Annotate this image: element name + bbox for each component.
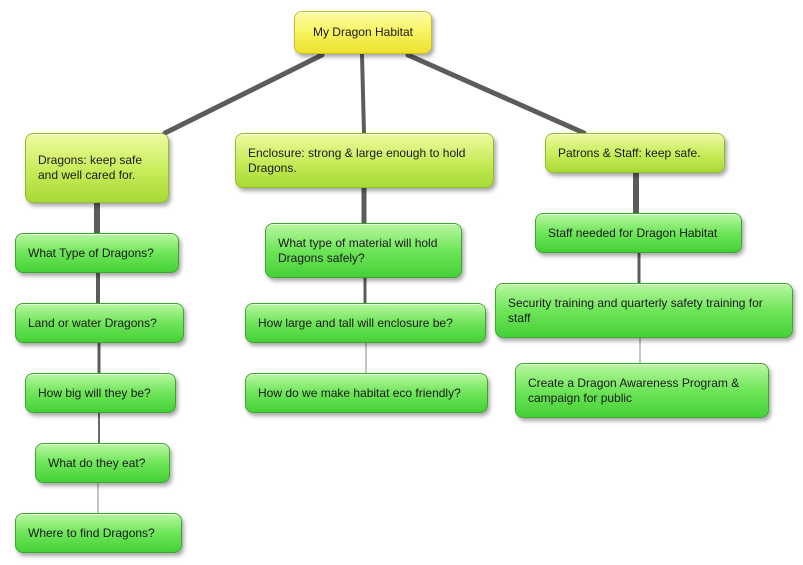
topic-patrons-staff-label: Patrons & Staff: keep safe.: [558, 145, 701, 160]
node-label: Where to find Dragons?: [28, 525, 155, 540]
node-label: Security training and quarterly safety t…: [508, 295, 763, 325]
topic-enclosure[interactable]: Enclosure: strong & large enough to hold…: [235, 133, 494, 188]
connector-root-patrons: [405, 52, 587, 136]
node-label: How large and tall will enclosure be?: [258, 315, 453, 330]
topic-enclosure-label: Enclosure: strong & large enough to hold…: [248, 145, 466, 175]
connector-root-dragons: [162, 52, 325, 136]
topic-dragons[interactable]: Dragons: keep safe and well cared for.: [25, 133, 169, 203]
node-material-dragons-safely[interactable]: What type of material will hold Dragons …: [265, 223, 462, 278]
node-how-large-enclosure[interactable]: How large and tall will enclosure be?: [245, 303, 486, 343]
node-label: What type of material will hold Dragons …: [278, 235, 438, 265]
node-security-training[interactable]: Security training and quarterly safety t…: [495, 283, 793, 338]
node-land-or-water-dragons[interactable]: Land or water Dragons?: [15, 303, 184, 343]
node-label: How do we make habitat eco friendly?: [258, 385, 461, 400]
node-label: What do they eat?: [48, 455, 146, 470]
node-label: Staff needed for Dragon Habitat: [548, 225, 718, 240]
root-node[interactable]: My Dragon Habitat: [294, 11, 432, 54]
node-label: Create a Dragon Awareness Program & camp…: [528, 375, 740, 405]
node-staff-needed[interactable]: Staff needed for Dragon Habitat: [535, 213, 742, 253]
topic-patrons-staff[interactable]: Patrons & Staff: keep safe.: [545, 133, 725, 173]
node-eco-friendly[interactable]: How do we make habitat eco friendly?: [245, 373, 488, 413]
node-dragon-awareness-program[interactable]: Create a Dragon Awareness Program & camp…: [515, 363, 769, 418]
node-where-to-find-dragons[interactable]: Where to find Dragons?: [15, 513, 182, 553]
node-label: What Type of Dragons?: [28, 245, 154, 260]
node-what-do-they-eat[interactable]: What do they eat?: [35, 443, 170, 483]
root-label: My Dragon Habitat: [312, 25, 414, 39]
connector-root-enclosure: [360, 53, 366, 135]
node-how-big[interactable]: How big will they be?: [25, 373, 176, 413]
topic-dragons-label: Dragons: keep safe and well cared for.: [38, 153, 143, 182]
node-what-type-of-dragons[interactable]: What Type of Dragons?: [15, 233, 179, 273]
node-label: How big will they be?: [38, 385, 151, 400]
node-label: Land or water Dragons?: [28, 315, 157, 330]
